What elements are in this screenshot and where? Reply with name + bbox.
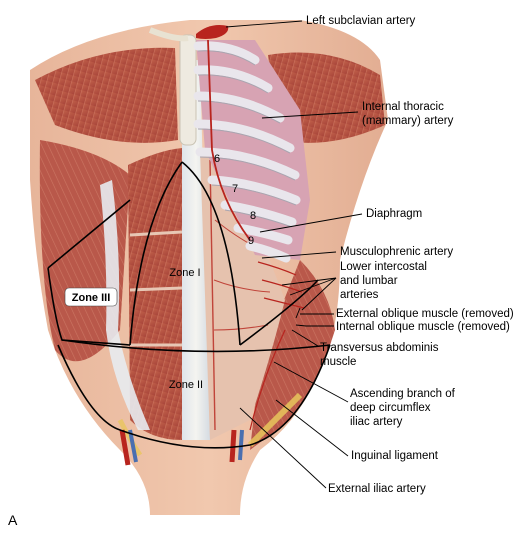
label-transversus-line1: Transversus abdominis	[320, 342, 439, 354]
right-lateral-oblique	[250, 260, 335, 450]
zone-2-boundary	[57, 344, 331, 449]
label-internal-thoracic-line2: (mammary) artery	[362, 115, 454, 127]
rib-number-7: 7	[232, 183, 238, 195]
label-transversus-line2: muscle	[320, 356, 356, 368]
panel-letter: A	[8, 512, 18, 528]
left-rectus-abdominis	[128, 148, 182, 440]
zone-1-boundary	[129, 161, 241, 346]
label-external-iliac-artery: External iliac artery	[328, 483, 426, 495]
left-pectoral-muscle	[35, 47, 178, 143]
label-ascending-branch-line1: Ascending branch of	[350, 388, 456, 400]
rib-cage	[193, 39, 310, 263]
torso-illustration	[30, 20, 388, 515]
label-musculophrenic-artery: Musculophrenic artery	[340, 246, 453, 258]
rib-number-6: 6	[214, 153, 220, 165]
anatomy-labels: Left subclavian artery Internal thoracic…	[306, 15, 514, 495]
zone-boundaries	[47, 161, 331, 449]
label-diaphragm: Diaphragm	[366, 208, 422, 220]
rib-number-9: 9	[248, 235, 254, 247]
label-ascending-branch-line3: iliac artery	[350, 416, 403, 428]
label-inguinal-ligament: Inguinal ligament	[351, 450, 439, 462]
right-rectus-sheath	[200, 150, 285, 440]
label-lower-intercostal-line3: arteries	[340, 289, 379, 301]
label-ascending-branch-line2: deep circumflex	[350, 402, 431, 414]
rib-number-8: 8	[250, 210, 256, 222]
label-lower-intercostal-line1: Lower intercostal	[340, 261, 427, 273]
zone-1-label: Zone I	[169, 267, 200, 279]
zone-3-label: Zone III	[72, 292, 111, 304]
sternum	[179, 34, 197, 146]
leader-lines	[225, 20, 363, 489]
label-left-subclavian-artery: Left subclavian artery	[306, 15, 416, 27]
left-subclavian-artery-shape	[196, 25, 229, 39]
label-internal-thoracic-line1: Internal thoracic	[362, 101, 444, 113]
zone-3-label-box	[64, 287, 118, 307]
label-external-oblique: External oblique muscle (removed)	[336, 308, 514, 320]
label-internal-oblique: Internal oblique muscle (removed)	[336, 321, 510, 333]
label-lower-intercostal-line2: and lumbar	[340, 275, 398, 287]
zone-2-label: Zone II	[169, 379, 203, 391]
linea-alba-fascia	[182, 60, 210, 440]
